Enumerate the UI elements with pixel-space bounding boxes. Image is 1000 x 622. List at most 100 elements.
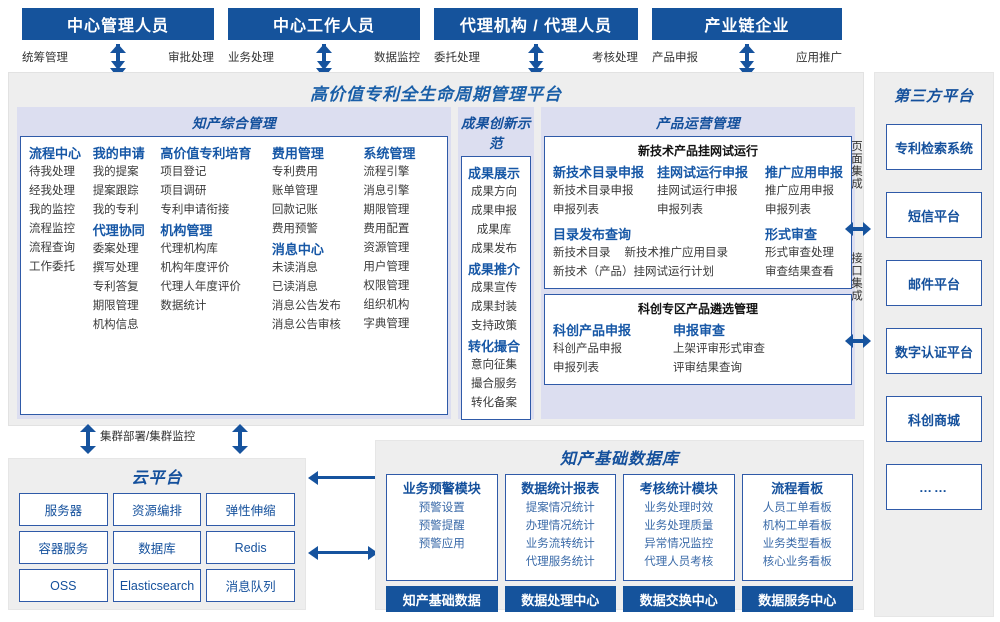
menu-item[interactable]: 期限管理 [92,300,139,312]
db-module-item[interactable]: 业务处理质量 [644,520,714,532]
third-party-item-1[interactable]: 专利检索系统 [886,124,982,170]
db-center-badge[interactable]: 数据服务中心 [741,586,853,612]
menu-item[interactable]: 消息公告审核 [271,319,341,331]
menu-item[interactable]: 撮合服务 [470,378,517,390]
db-module-item[interactable]: 核心业务看板 [762,556,832,568]
menu-item[interactable]: 成果方向 [470,186,517,198]
cloud-service-cell-8[interactable]: Elasticsearch [112,569,202,602]
menu-item[interactable]: 支持政策 [470,320,517,332]
menu-item[interactable]: 成果库 [476,224,512,236]
third-party-item-2[interactable]: 短信平台 [886,192,982,238]
menu-item[interactable]: 委案处理 [92,243,139,255]
menu-item[interactable]: 转化备案 [470,397,517,409]
menu-item[interactable]: 成果封装 [470,301,517,313]
menu-item[interactable]: 账单管理 [271,185,318,197]
menu-item[interactable]: 用户管理 [363,261,410,273]
menu-item[interactable]: 消息引擎 [363,185,410,197]
db-module-item[interactable]: 预警设置 [418,502,465,514]
db-module-item[interactable]: 代理服务统计 [525,556,595,568]
menu-item[interactable]: 消息公告发布 [271,300,341,312]
menu-item[interactable]: 上架评审形式审查 [672,343,765,355]
cloud-service-cell-3[interactable]: 弹性伸缩 [206,493,295,526]
menu-item[interactable]: 挂网试运行申报 [656,185,738,197]
menu-item[interactable]: 申报列表 [552,362,599,374]
menu-item[interactable]: 专利费用 [271,166,318,178]
menu-item[interactable]: 经我处理 [29,185,75,197]
menu-column-2: 申报审查上架评审形式审查评审结果查询 [673,320,843,378]
db-module-item[interactable]: 预警提醒 [418,520,465,532]
db-module-item[interactable]: 提案情况统计 [525,502,595,514]
menu-item[interactable]: 未读消息 [271,262,318,274]
db-column-4: 流程看板人员工单看板机构工单看板业务类型看板核心业务看板数据服务中心 [741,474,853,612]
menu-item[interactable]: 我的提案 [92,166,139,178]
menu-item[interactable]: 新技术目录申报 [552,185,634,197]
menu-item[interactable]: 费用配置 [363,223,410,235]
db-module-item[interactable]: 机构工单看板 [762,520,832,532]
cloud-service-cell-4[interactable]: 容器服务 [19,531,108,564]
cloud-service-cell-1[interactable]: 服务器 [19,493,108,526]
menu-item[interactable]: 申报列表 [552,204,599,216]
menu-item[interactable]: 撰写处理 [92,262,139,274]
menu-item[interactable]: 新技术（产品）挂网试运行计划 [552,266,714,278]
menu-item[interactable]: 审查结果查看 [764,266,834,278]
menu-item[interactable]: 流程查询 [29,242,75,254]
db-module-item[interactable]: 预警应用 [418,538,465,550]
db-module-item[interactable]: 人员工单看板 [762,502,832,514]
role-action-right: 数据监控 [374,52,420,64]
db-module-item[interactable]: 业务类型看板 [762,538,832,550]
cloud-service-cell-2[interactable]: 资源编排 [112,493,202,526]
db-center-badge[interactable]: 数据处理中心 [504,586,616,612]
menu-item[interactable]: 待我处理 [29,166,75,178]
cloud-service-cell-7[interactable]: OSS [19,569,108,602]
db-module-item[interactable]: 业务处理时效 [644,502,714,514]
menu-item[interactable]: 专利申请衔接 [160,204,230,216]
menu-item[interactable]: 专利答复 [92,281,139,293]
third-party-item-6[interactable]: …… [886,464,982,510]
third-party-item-5[interactable]: 科创商城 [886,396,982,442]
menu-item[interactable]: 工作委托 [29,261,75,273]
third-party-item-4[interactable]: 数字认证平台 [886,328,982,374]
menu-item[interactable]: 意向征集 [470,359,517,371]
db-center-badge[interactable]: 数据交换中心 [623,586,735,612]
menu-item[interactable]: 组织机构 [363,299,410,311]
menu-item[interactable]: 代理机构库 [160,243,218,255]
menu-item[interactable]: 项目调研 [160,185,207,197]
cloud-service-cell-9[interactable]: 消息队列 [206,569,295,602]
menu-item[interactable]: 申报列表 [656,204,703,216]
cloud-service-cell-5[interactable]: 数据库 [112,531,202,564]
menu-item[interactable]: 形式审查处理 [764,247,834,259]
menu-item[interactable]: 评审结果查询 [672,362,742,374]
menu-item[interactable]: 已读消息 [271,281,318,293]
menu-item[interactable]: 字典管理 [363,318,410,330]
third-party-item-3[interactable]: 邮件平台 [886,260,982,306]
db-module-item[interactable]: 异常情况监控 [644,538,714,550]
menu-item[interactable]: 权限管理 [363,280,410,292]
menu-item[interactable]: 成果宣传 [470,282,517,294]
menu-item[interactable]: 回款记账 [271,204,318,216]
menu-item[interactable]: 流程引擎 [363,166,410,178]
menu-item[interactable]: 流程监控 [29,223,75,235]
menu-item[interactable]: 我的监控 [29,204,75,216]
menu-item[interactable]: 费用预警 [271,223,318,235]
menu-item[interactable]: 项目登记 [160,166,207,178]
menu-item[interactable]: 机构信息 [92,319,139,331]
menu-item[interactable]: 新技术推广应用目录 [624,247,728,259]
menu-item[interactable]: 成果申报 [470,205,517,217]
cloud-service-cell-6[interactable]: Redis [206,531,295,564]
menu-item[interactable]: 资源管理 [363,242,410,254]
menu-item[interactable]: 成果发布 [470,243,517,255]
db-center-badge[interactable]: 知产基础数据 [386,586,498,612]
menu-item[interactable]: 机构年度评价 [160,262,230,274]
menu-item[interactable]: 提案跟踪 [92,185,139,197]
menu-item[interactable]: 推广应用申报 [764,185,834,197]
menu-item[interactable]: 期限管理 [363,204,410,216]
db-module-item[interactable]: 代理人员考核 [644,556,714,568]
db-module-item[interactable]: 办理情况统计 [525,520,595,532]
menu-item[interactable]: 数据统计 [160,300,207,312]
menu-item[interactable]: 我的专利 [92,204,139,216]
menu-item[interactable]: 申报列表 [764,204,811,216]
menu-item[interactable]: 新技术目录 [552,247,611,259]
menu-item[interactable]: 代理人年度评价 [160,281,241,293]
db-module-item[interactable]: 业务流转统计 [525,538,595,550]
menu-item[interactable]: 科创产品申报 [552,343,622,355]
